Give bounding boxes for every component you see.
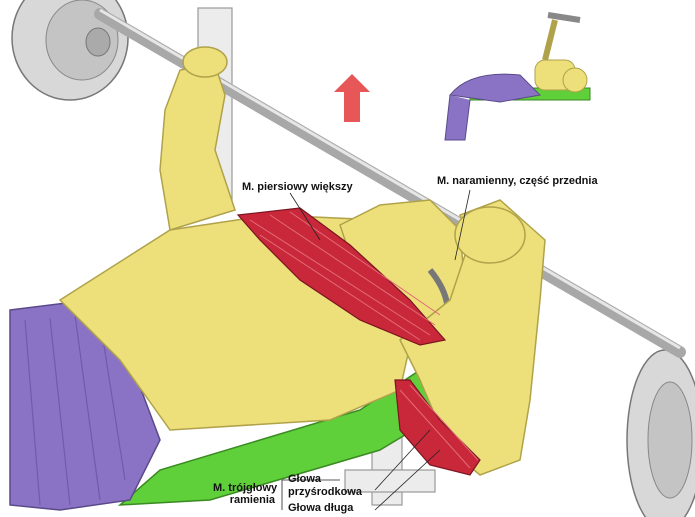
triceps-label-line2: ramienia	[229, 494, 275, 506]
medial-head-label-line2: przyśrodkowa	[288, 486, 362, 498]
long-head-label: Głowa długa	[288, 502, 354, 514]
left-weight-plate	[11, 0, 129, 101]
up-arrow-icon	[334, 74, 370, 122]
leader-lines	[281, 189, 471, 511]
right-hand	[454, 206, 526, 264]
pectoralis-muscle	[236, 207, 447, 346]
inset-figure	[444, 12, 591, 141]
triceps-muscle	[394, 379, 481, 476]
pectoralis-label: M. piersiowy większy	[242, 181, 353, 193]
left-hand	[182, 46, 228, 78]
right-weight-plate	[626, 349, 695, 517]
deltoid-label: M. naramienny, część przednia	[437, 175, 598, 187]
triceps-label-line1: M. trójgłowy	[213, 482, 278, 494]
medial-head-label-line1: Głowa	[288, 473, 322, 485]
